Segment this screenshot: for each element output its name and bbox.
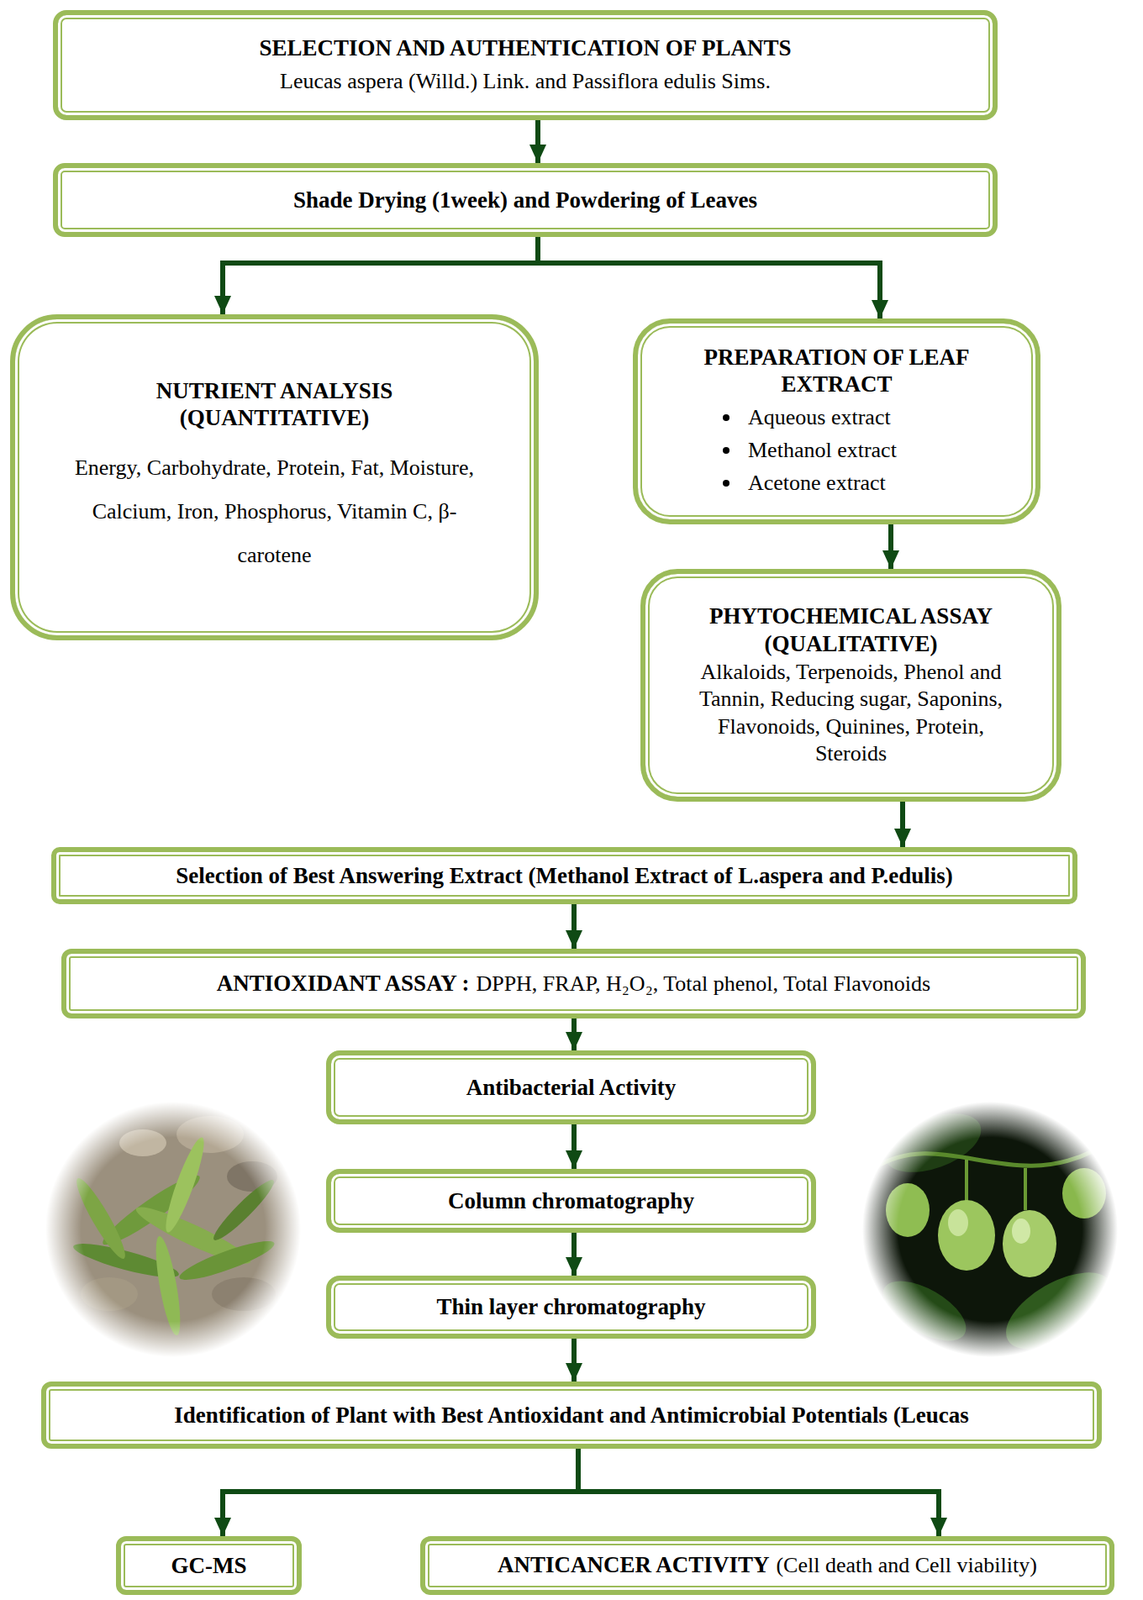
flow-arrow <box>222 1448 579 1537</box>
flow-arrow <box>888 524 894 569</box>
box-label: Thin layer chromatography <box>436 1293 706 1321</box>
box-label: Identification of Plant with Best Antiox… <box>173 1401 969 1429</box>
stone <box>176 1116 244 1154</box>
flow-arrow <box>571 904 577 949</box>
process-box: ANTICANCER ACTIVITY(Cell death and Cell … <box>420 1536 1115 1596</box>
vine <box>874 1151 1093 1169</box>
box-heading: ANTICANCER ACTIVITY <box>497 1552 770 1578</box>
process-box: Column chromatography <box>326 1169 817 1233</box>
bullet-item: Acetone extract <box>722 466 897 500</box>
process-box: Selection of Best Answering Extract (Met… <box>51 847 1078 905</box>
gravel-ground <box>45 1101 301 1358</box>
leaf <box>873 1269 975 1354</box>
fruit <box>885 1183 930 1238</box>
passiflora-photo <box>862 1101 1125 1365</box>
process-box: Identification of Plant with Best Antiox… <box>41 1381 1102 1449</box>
box-body: (Cell death and Cell viability) <box>775 1553 1037 1578</box>
flow-arrow <box>571 1124 577 1170</box>
bullet-item: Aqueous extract <box>722 400 897 434</box>
flow-arrow <box>222 237 538 315</box>
flow-arrow <box>900 801 906 848</box>
stone <box>211 1277 276 1312</box>
bullet-dot <box>722 414 730 422</box>
process-box: NUTRIENT ANALYSIS (QUANTITATIVE) Energy, … <box>10 314 539 641</box>
stone <box>80 1277 138 1312</box>
fruit <box>937 1200 996 1271</box>
box-body: DPPH, FRAP, H₂O₂, Total phenol, Total Fl… <box>475 971 931 996</box>
flow-arrow <box>571 1018 577 1051</box>
box-label: Shade Drying (1week) and Powdering of Le… <box>293 186 758 214</box>
box-line: ANTICANCER ACTIVITY(Cell death and Cell … <box>497 1551 1038 1581</box>
leaf <box>151 1234 186 1338</box>
flow-arrow <box>535 120 541 164</box>
fruit <box>1062 1168 1107 1219</box>
box-line: ANTIOXIDANT ASSAY :DPPH, FRAP, H₂O₂, Tot… <box>216 969 931 999</box>
box-label: Selection of Best Answering Extract (Met… <box>175 862 953 890</box>
fruit-highlight <box>1011 1218 1031 1244</box>
leaf <box>876 1101 989 1184</box>
process-box: Thin layer chromatography <box>326 1275 817 1339</box>
fruit-highlight <box>948 1209 969 1237</box>
box-body: Energy, Carbohydrate, Protein, Fat, Mois… <box>73 446 477 578</box>
bullet-list: Aqueous extractMethanol extractAcetone e… <box>722 400 897 500</box>
leaf <box>159 1134 211 1236</box>
box-label: Column chromatography <box>447 1187 695 1215</box>
box-body: Alkaloids, Terpenoids, Phenol and Tannin… <box>683 658 1020 769</box>
flow-arrow <box>571 1338 577 1382</box>
bullet-text: Methanol extract <box>747 433 897 467</box>
leaf <box>176 1234 278 1287</box>
leaf <box>208 1174 279 1245</box>
box-subtitle: Leucas aspera (Willd.) Link. and Passifl… <box>279 67 771 96</box>
leucas-photo <box>45 1101 301 1358</box>
box-heading: PREPARATION OF LEAF EXTRACT <box>653 343 1021 399</box>
process-box: GC-MS <box>115 1536 302 1596</box>
process-box: Shade Drying (1week) and Powdering of Le… <box>52 163 998 238</box>
process-box: SELECTION AND AUTHENTICATION OF PLANTS Le… <box>52 10 998 121</box>
box-heading: SELECTION AND AUTHENTICATION OF PLANTS <box>258 34 791 62</box>
box-heading: ANTIOXIDANT ASSAY : <box>216 970 470 996</box>
flow-arrow <box>571 1232 577 1276</box>
bullet-dot <box>722 479 730 487</box>
box-heading: PHYTOCHEMICAL ASSAY (QUALITATIVE) <box>683 602 1020 658</box>
box-label: Antibacterial Activity <box>466 1074 677 1101</box>
stone <box>119 1129 167 1157</box>
box-label: GC-MS <box>171 1552 248 1580</box>
bullet-text: Acetone extract <box>747 466 886 500</box>
process-box: PHYTOCHEMICAL ASSAY (QUALITATIVE)Alkaloi… <box>640 568 1062 802</box>
process-box: Antibacterial Activity <box>326 1050 817 1125</box>
box-heading: NUTRIENT ANALYSIS (QUANTITATIVE) <box>106 377 443 432</box>
flow-arrow <box>537 237 880 319</box>
leaf <box>993 1257 1124 1366</box>
flow-arrow <box>578 1448 939 1537</box>
process-box: PREPARATION OF LEAF EXTRACTAqueous extra… <box>632 318 1041 525</box>
bullet-dot <box>722 447 730 454</box>
bullet-text: Aqueous extract <box>747 400 891 434</box>
fruit <box>1002 1210 1057 1278</box>
bullet-item: Methanol extract <box>722 433 897 467</box>
leaf <box>70 1174 132 1263</box>
process-box: ANTIOXIDANT ASSAY :DPPH, FRAP, H₂O₂, Tot… <box>61 948 1086 1019</box>
